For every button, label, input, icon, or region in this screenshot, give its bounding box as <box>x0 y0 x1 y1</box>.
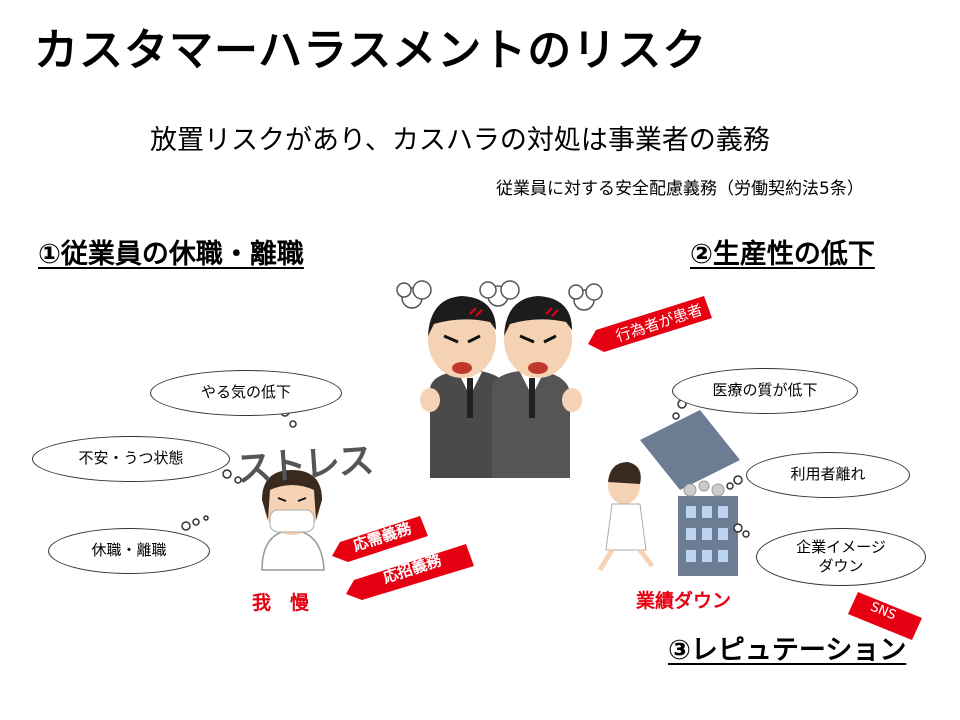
thought-cloud-quality: 医療の質が低下 <box>672 368 858 414</box>
stressed-worker-illustration <box>261 470 325 571</box>
page-title: カスタマーハラスメントのリスク <box>34 25 708 76</box>
performance-label: 業績ダウン <box>636 590 732 612</box>
worker-label: 我 慢 <box>252 592 310 614</box>
subtitle: 放置リスクがあり、カスハラの対処は事業者の義務 <box>150 125 770 156</box>
section-heading-1: ①従業員の休職・離職 <box>38 239 304 270</box>
section-heading-3: ③レピュテーション <box>668 635 907 666</box>
legal-note: 従業員に対する安全配慮義務（労働契約法5条） <box>496 179 864 199</box>
collapsing-building-illustration <box>597 410 740 576</box>
thought-cloud-image: 企業イメージ ダウン <box>756 528 926 586</box>
thought-cloud-leave: 休職・離職 <box>48 528 210 574</box>
thought-cloud-motivation: やる気の低下 <box>150 370 342 416</box>
thought-cloud-user-loss: 利用者離れ <box>746 452 910 498</box>
angry-customers-illustration <box>396 280 603 478</box>
section-heading-2: ②生産性の低下 <box>690 239 875 270</box>
thought-cloud-anxiety: 不安・うつ状態 <box>32 436 230 482</box>
stress-text: ストレス <box>234 440 374 491</box>
obligation-arrows <box>332 296 922 640</box>
